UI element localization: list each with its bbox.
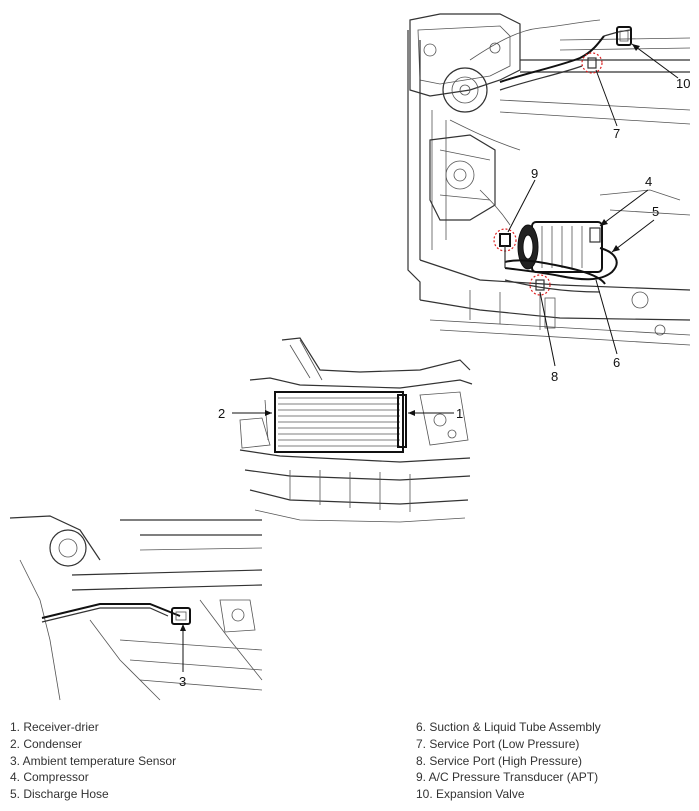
legend-item: 2. Condenser [10,736,83,751]
callout-8: 8 [551,369,558,384]
callout-4: 4 [645,174,652,189]
legend-item: 6. Suction & Liquid Tube Assembly [416,720,601,734]
legend-item: 4. Compressor [10,770,89,785]
ambient-sensor-illustration [9,515,263,701]
legend-left: 1. Receiver-drier 2. Condenser 3. Ambien… [10,719,176,803]
callout-3: 3 [179,674,186,689]
callout-5: 5 [652,204,659,219]
legend-item: 5. Discharge Hose [10,787,109,802]
engine-bay-illustration [407,13,691,346]
legend-item: 10. Expansion Valve [416,787,525,802]
callout-9: 9 [531,166,538,181]
callout-2: 2 [218,406,225,421]
callout-7: 7 [613,126,620,141]
front-condenser-illustration [239,337,473,523]
callout-10: 10 [676,76,690,91]
legend-item: 7. Service Port (Low Pressure) [416,736,580,751]
callout-1: 1 [456,406,463,421]
legend-item: 1. Receiver-drier [10,720,99,734]
callout-6: 6 [613,355,620,370]
legend-item: 3. Ambient temperature Sensor [10,753,177,768]
callout-labels: 10 7 9 4 5 6 8 2 1 3 [179,76,690,689]
legend-right: 6. Suction & Liquid Tube Assembly 7. Ser… [416,719,601,803]
legend-item: 9. A/C Pressure Transducer (APT) [416,770,599,785]
leader-lines [180,43,679,672]
legend-item: 8. Service Port (High Pressure) [416,753,583,768]
